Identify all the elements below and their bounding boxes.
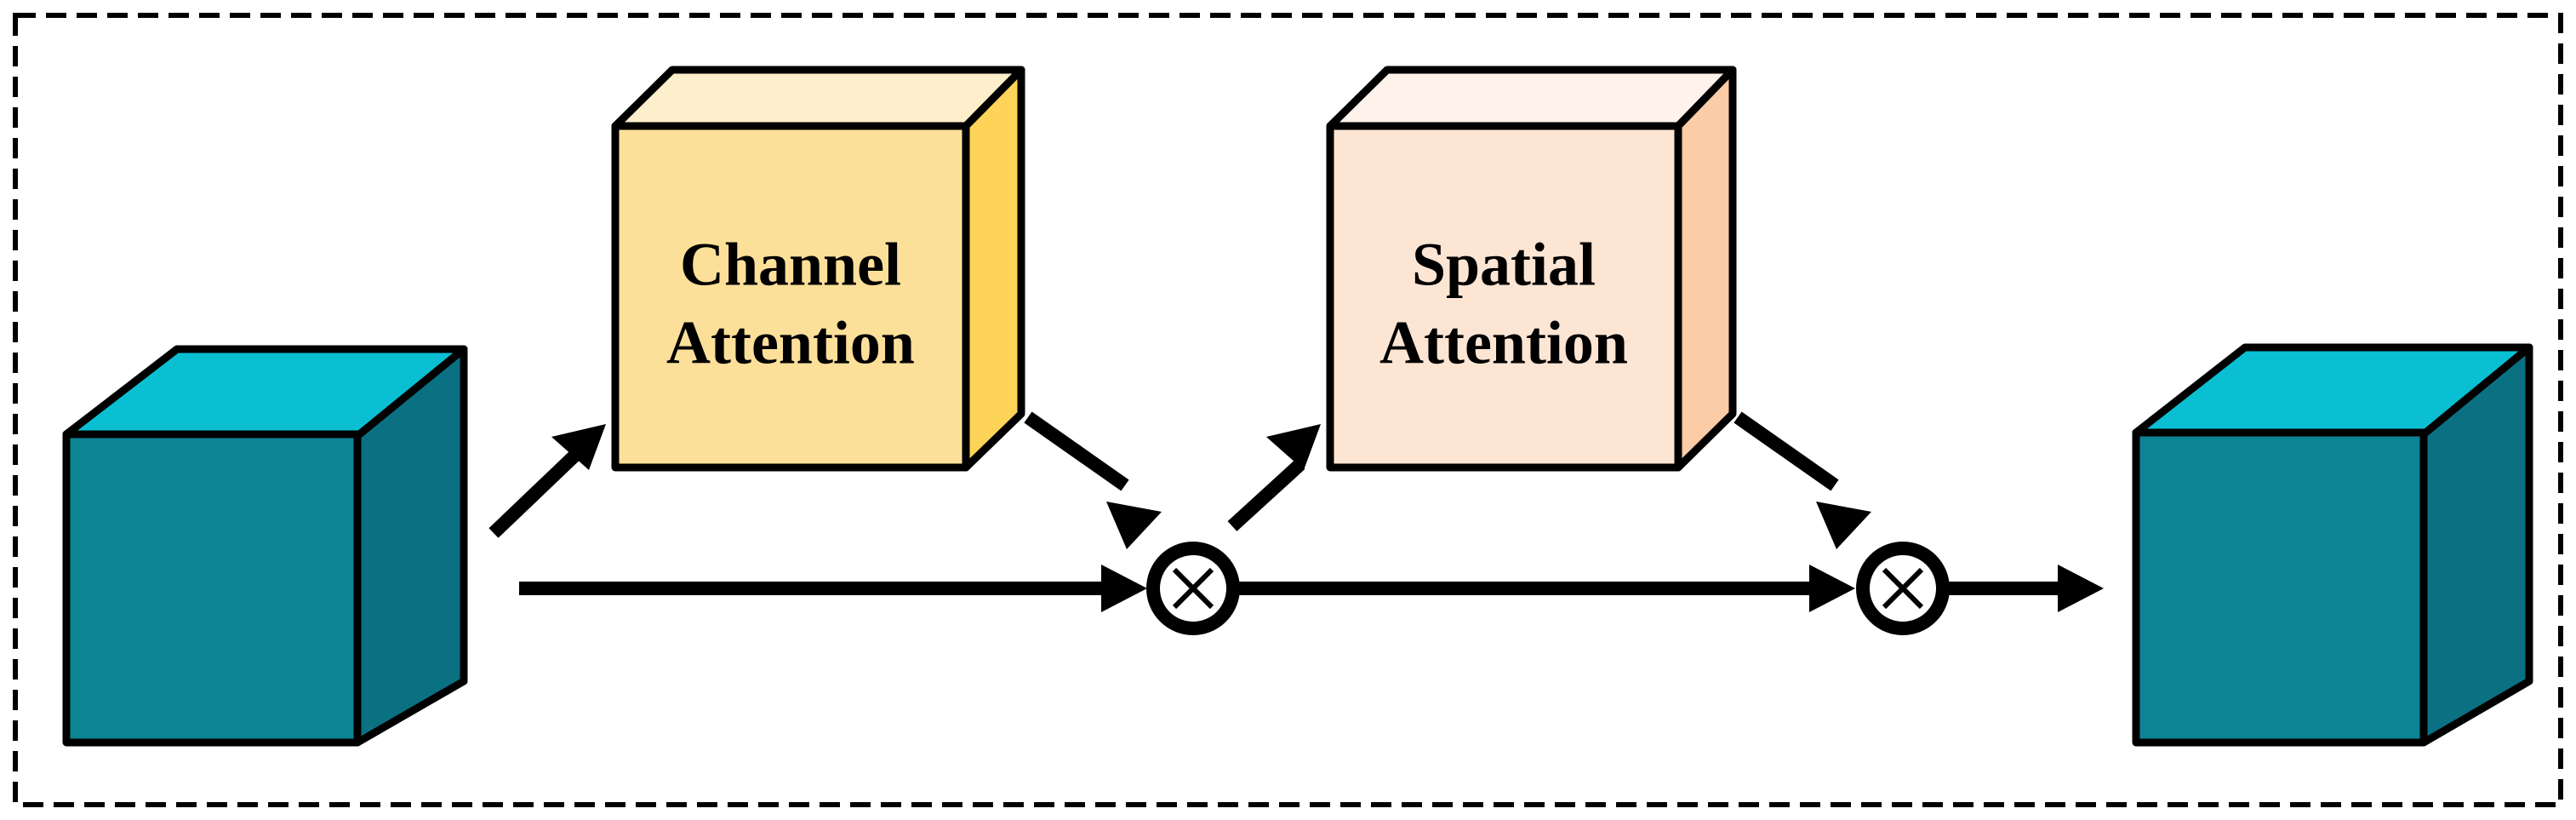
arrow-multiply-1-to-spatial: [1227, 424, 1321, 531]
arrow-multiply-2-to-output: [1947, 565, 2104, 612]
arrow-spatial-to-multiply-2-head: [1816, 502, 1871, 549]
arrow-multiply-1-to-spatial-head: [1266, 424, 1321, 470]
arrow-input-to-channel: [488, 424, 606, 538]
spatial-attention-front-face: [1326, 122, 1682, 472]
spatial-attention-side-face: [1674, 66, 1737, 472]
channel-attention-side-face: [962, 66, 1025, 472]
channel-attention-label-line2: Attention: [666, 309, 915, 377]
input-cube-front-face: [62, 430, 362, 747]
spatial-attention-block[interactable]: Spatial Attention: [1326, 66, 1737, 472]
input-feature-cube: [62, 345, 468, 747]
arrow-channel-to-multiply-1-head: [1106, 502, 1162, 549]
arrow-input-to-channel-head: [551, 424, 606, 470]
spatial-attention-top-face: [1326, 66, 1737, 130]
output-feature-cube: [2132, 343, 2533, 747]
spatial-attention-label-line1: Spatial: [1412, 231, 1596, 299]
channel-attention-block[interactable]: Channel Attention: [611, 66, 1025, 472]
arrow-spatial-to-multiply-2-shaft: [1734, 411, 1839, 491]
multiply-2-operator[interactable]: [1856, 542, 1950, 635]
multiply-2-x-stroke-b: [1882, 567, 1924, 610]
arrow-spatial-to-multiply-2: [1734, 411, 1871, 549]
arrow-multiply-1-to-multiply-2: [1236, 565, 1855, 612]
channel-attention-front-face: [611, 122, 970, 472]
arrow-input-to-multiply-1: [519, 565, 1147, 612]
module-boundary-dashed-border: [13, 13, 2563, 807]
output-cube-front-face: [2132, 428, 2428, 747]
arrow-input-to-multiply-1-head: [1101, 565, 1147, 612]
channel-attention-top-face: [611, 66, 1025, 130]
arrow-multiply-1-to-multiply-2-head: [1809, 565, 1855, 612]
arrow-channel-to-multiply-1-shaft: [1024, 411, 1129, 491]
arrow-multiply-1-to-spatial-shaft: [1227, 459, 1305, 531]
multiply-1-x-stroke-b: [1172, 567, 1214, 610]
arrow-input-to-channel-shaft: [488, 439, 592, 538]
arrow-multiply-2-to-output-head: [2058, 565, 2104, 612]
multiply-1-operator[interactable]: [1146, 542, 1240, 635]
spatial-attention-label-line2: Attention: [1379, 309, 1628, 377]
channel-attention-label-line1: Channel: [680, 231, 901, 299]
arrow-channel-to-multiply-1: [1024, 411, 1162, 549]
